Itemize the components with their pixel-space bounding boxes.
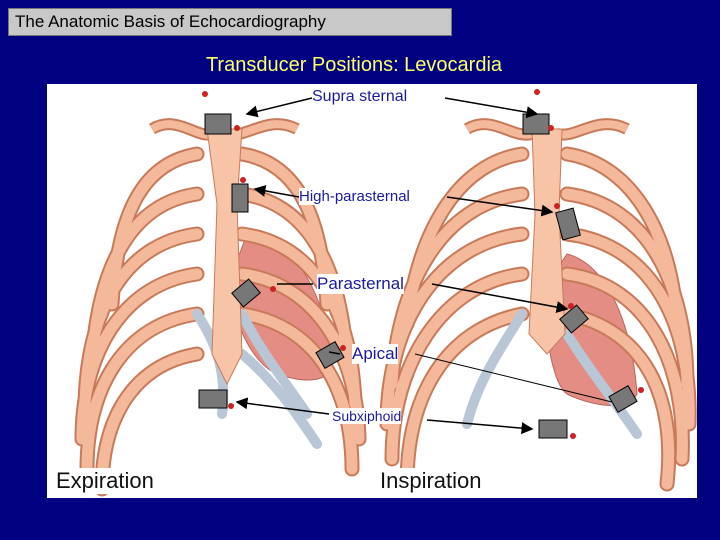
slide-title: The Anatomic Basis of Echocardiography: [8, 8, 452, 36]
figure-subtitle: Transducer Positions: Levocardia: [205, 54, 503, 76]
right-supra-sternal-probe: [522, 113, 550, 135]
left-parasternal-probe: [231, 278, 261, 308]
left-high-parasternal-probe: [231, 183, 249, 213]
right-subxiphoid-probe: [538, 419, 568, 439]
label-supra-sternal: Supra sternal: [312, 88, 408, 106]
right-apical-probe: [608, 385, 638, 413]
caption-expiration: Expiration: [54, 468, 156, 494]
transducers: [198, 113, 638, 439]
right-ribcage: [379, 118, 697, 492]
caption-inspiration: Inspiration: [378, 468, 484, 494]
ribcage-illustration: Supra sternal High-parasternal Parastern…: [47, 84, 697, 498]
label-parasternal: Parasternal: [317, 274, 404, 294]
label-subxiphoid: Subxiphoid: [332, 408, 402, 424]
ribcage-drawing: [74, 89, 697, 497]
left-supra-sternal-probe: [204, 113, 232, 135]
left-ribcage: [74, 118, 367, 497]
right-high-parasternal-probe: [555, 207, 581, 241]
label-high-parasternal: High-parasternal: [299, 188, 410, 205]
left-apical-probe: [315, 341, 345, 369]
label-apical: Apical: [352, 344, 399, 364]
left-subxiphoid-probe: [198, 389, 228, 409]
